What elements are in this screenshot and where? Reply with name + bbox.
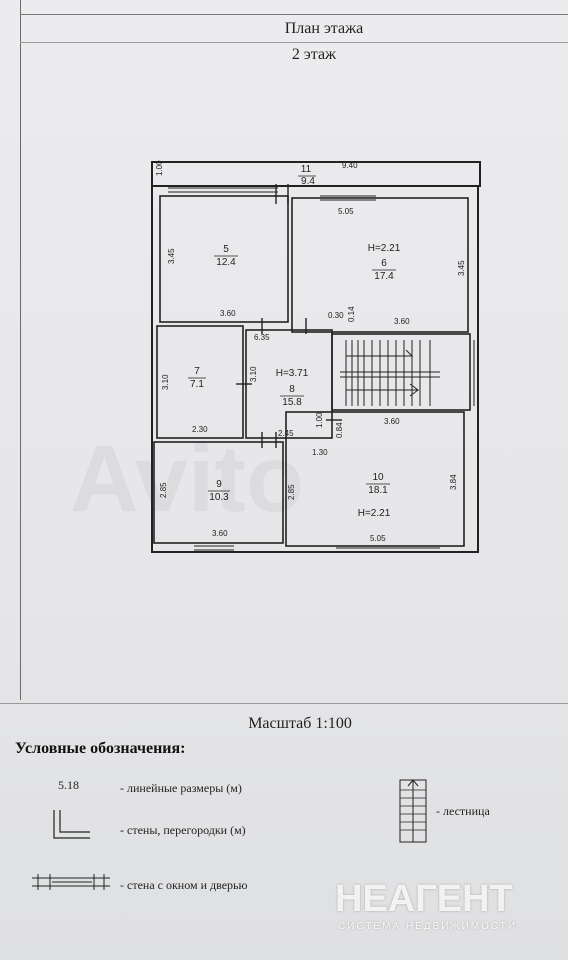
dim-1-00-mid: 1.00 <box>315 412 324 428</box>
legend-walls-label: - стены, перегородки (м) <box>120 823 246 837</box>
room-6-height: H=2.21 <box>368 243 401 254</box>
outer-walls <box>151 161 481 553</box>
dim-2-45: 2.45 <box>278 429 294 438</box>
room-9-number: 9 <box>216 479 222 490</box>
dim-3-45-left: 3.45 <box>167 248 176 264</box>
scale-label: Масштаб 1:100 <box>248 715 352 732</box>
legend-title: Условные обозначения: <box>15 740 186 757</box>
dim-5-05-bottom: 5.05 <box>370 534 386 543</box>
dim-0-14: 0.14 <box>347 306 356 322</box>
room-5-walls <box>159 195 289 323</box>
room-10-height: H=2.21 <box>358 508 391 519</box>
legend-dimension-label: - линейные размеры (м) <box>120 781 242 795</box>
dim-3-10-b: 3.10 <box>249 366 258 382</box>
room-7-area: 7.1 <box>190 379 204 390</box>
margin-line <box>20 0 21 700</box>
watermark-brand: НЕАГЕНТ <box>335 878 513 920</box>
legend-stairs-label: - лестница <box>436 804 490 818</box>
legend-dimension-sample: 5.18 <box>58 778 79 792</box>
room-7-walls <box>156 325 244 439</box>
room-8-area: 15.8 <box>282 397 302 408</box>
legend-window-door-icon <box>32 874 110 890</box>
room-7-number: 7 <box>194 366 200 377</box>
room-6-walls <box>291 197 469 333</box>
room-10-walls <box>285 411 465 547</box>
dim-3-84: 3.84 <box>449 474 458 490</box>
room-11-number: 11 <box>301 164 312 175</box>
dim-3-45-right: 3.45 <box>457 260 466 276</box>
room-10-number: 10 <box>372 472 384 483</box>
room-11-area: 9.4 <box>301 176 315 187</box>
outer-wall <box>151 185 479 553</box>
balcony-outline <box>151 161 481 187</box>
watermark-tagline: СИСТЕМА НЕДВИЖИМОСТИ <box>338 921 518 932</box>
room-9-area: 10.3 <box>209 492 229 503</box>
room-labels: 11 9.4 5 12.4 H=2.21 6 17.4 7 7.1 H=3.71… <box>188 164 401 519</box>
section-rule <box>0 703 568 704</box>
room-5-number: 5 <box>223 244 229 255</box>
room-6-area: 17.4 <box>374 271 394 282</box>
doors <box>236 184 342 448</box>
floor-label: 2 этаж <box>291 46 337 63</box>
legend-wall-icon <box>53 810 90 839</box>
title-underline <box>20 42 568 43</box>
room-9-walls <box>153 441 284 544</box>
dim-1-30: 1.30 <box>312 448 328 457</box>
dim-9-40: 9.40 <box>342 161 358 170</box>
room-5-area: 12.4 <box>216 257 236 268</box>
dim-1-00-top: 1.00 <box>155 160 164 176</box>
dim-3-10-a: 3.10 <box>161 374 170 390</box>
room-8-height: H=3.71 <box>276 368 309 379</box>
dim-3-60-room5: 3.60 <box>220 309 236 318</box>
page-title: План этажа <box>284 20 364 37</box>
dim-5-05-top: 5.05 <box>338 207 354 216</box>
dim-3-60-room9: 3.60 <box>212 529 228 538</box>
room-10-area: 18.1 <box>368 485 388 496</box>
dim-0-84: 0.84 <box>335 422 344 438</box>
floor-plan: 11 9.4 5 12.4 H=2.21 6 17.4 7 7.1 H=3.71… <box>151 160 481 553</box>
dim-0-30: 0.30 <box>328 311 344 320</box>
dim-3-60-room6: 3.60 <box>394 317 410 326</box>
top-rule <box>20 14 568 15</box>
dimension-labels: 1.00 9.40 5.05 3.45 3.45 3.60 0.30 0.14 … <box>155 160 466 543</box>
dim-2-30: 2.30 <box>192 425 208 434</box>
dim-3-60-room10: 3.60 <box>384 417 400 426</box>
windows <box>168 187 479 553</box>
room-6-number: 6 <box>381 258 387 269</box>
stairs-arrow-upper-icon <box>346 349 414 357</box>
inner-walls <box>153 195 471 547</box>
dim-2-85-b: 2.85 <box>287 484 296 500</box>
dim-6-35: 6.35 <box>254 333 270 342</box>
legend-window-door-label: - стена с окном и дверью <box>120 878 248 892</box>
dim-2-85-a: 2.85 <box>159 482 168 498</box>
room-8-number: 8 <box>289 384 295 395</box>
stair-well <box>331 333 471 411</box>
stairs-arrow-lower-icon <box>346 383 420 397</box>
legend-stairs-icon <box>399 779 427 843</box>
stairs <box>340 340 440 406</box>
